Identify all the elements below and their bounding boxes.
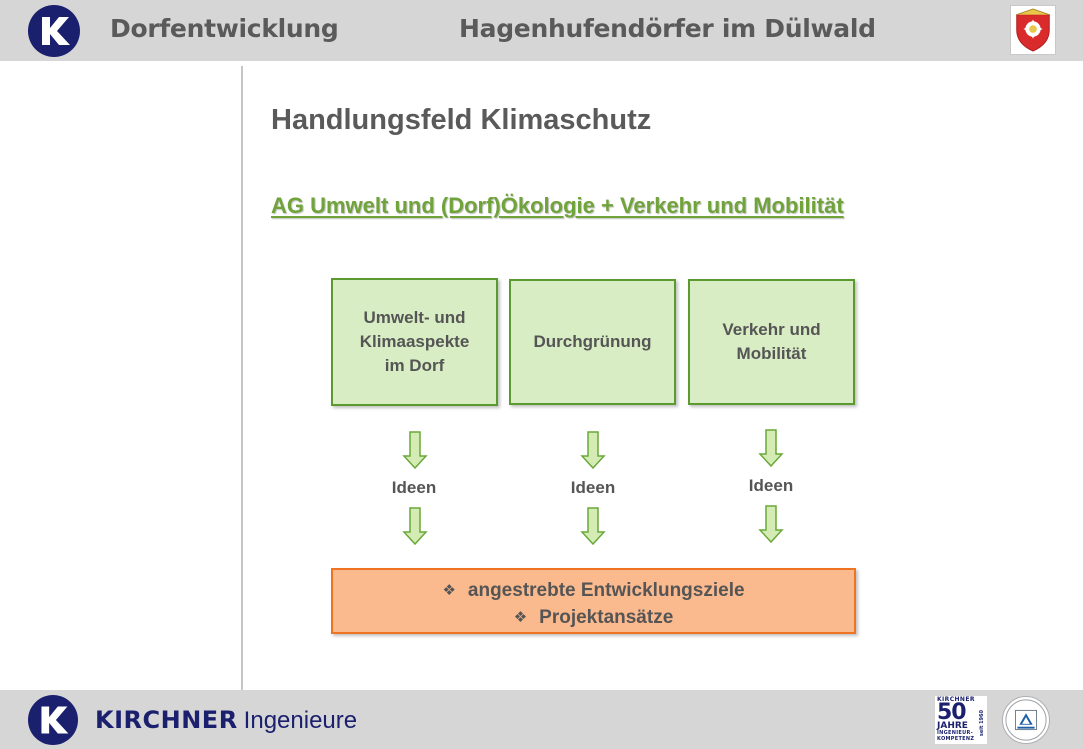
- down-arrow-icon: [402, 431, 428, 470]
- vertical-divider: [241, 66, 243, 691]
- badge-number: 50: [937, 700, 967, 725]
- ideas-label: Ideen: [391, 478, 437, 497]
- badge-years: JAHRE: [937, 721, 968, 731]
- anniversary-badge: KIRCHNER 50 JAHRE INGENIEUR- KOMPETENZ s…: [935, 696, 987, 744]
- badge-since: seit 1960: [979, 710, 985, 737]
- kirchner-logo-icon: [28, 695, 78, 745]
- header-title-program: Dorfentwicklung: [110, 14, 339, 43]
- badge-sub-line: INGENIEUR-: [937, 730, 974, 736]
- badge-company: KIRCHNER: [937, 696, 975, 703]
- tuv-certification-seal-icon: [1002, 696, 1050, 744]
- goal-item-label: Projektansätze: [539, 607, 674, 628]
- topic-box-environment-climate: Umwelt- und Klimaaspekte im Dorf: [331, 278, 498, 406]
- down-arrow-icon: [758, 505, 784, 544]
- down-arrow-icon: [758, 429, 784, 468]
- down-arrow-icon: [580, 507, 606, 546]
- goal-item-label: angestrebte Entwicklungsziele: [467, 580, 745, 601]
- badge-sub-line: KOMPETENZ: [937, 735, 975, 742]
- diamond-bullet-icon: ❖: [442, 582, 456, 599]
- topic-box-label-line: Mobilität: [736, 344, 807, 363]
- topic-box-label-line: Verkehr und: [722, 320, 821, 339]
- topic-box-label-line: Klimaaspekte: [359, 332, 470, 351]
- brand-suffix: Ingenieure: [243, 707, 358, 734]
- diamond-bullet-icon: ❖: [513, 609, 528, 626]
- development-goals-box: ❖ angestrebte Entwicklungsziele ❖ Projekta…: [331, 568, 856, 634]
- working-group-title: AG Umwelt und (Dorf)Ökologie + Verkehr u…: [271, 193, 844, 218]
- goal-item: ❖ Projektansätze: [333, 604, 854, 631]
- goal-item: ❖ angestrebte Entwicklungsziele: [333, 577, 854, 604]
- kirchner-logo-icon: [28, 5, 80, 57]
- down-arrow-icon: [580, 431, 606, 470]
- ideas-label: Ideen: [748, 476, 794, 495]
- header-bar: Dorfentwicklung Hagenhufendörfer im Dülw…: [0, 0, 1083, 61]
- brand-name: KIRCHNER: [95, 706, 238, 734]
- page-title: Handlungsfeld Klimaschutz: [271, 104, 652, 136]
- topic-box-traffic-mobility: Verkehr und Mobilität: [688, 279, 855, 405]
- down-arrow-icon: [402, 507, 428, 546]
- topic-box-label-line: Umwelt- und: [363, 308, 466, 327]
- coat-of-arms-icon: [1010, 5, 1056, 55]
- topic-box-greening: Durchgrünung: [509, 279, 676, 405]
- header-title-villages: Hagenhufendörfer im Dülwald: [459, 14, 876, 43]
- ideas-label: Ideen: [570, 478, 616, 497]
- topic-box-label-line: im Dorf: [384, 356, 445, 375]
- topic-box-label-line: Durchgrünung: [533, 332, 652, 351]
